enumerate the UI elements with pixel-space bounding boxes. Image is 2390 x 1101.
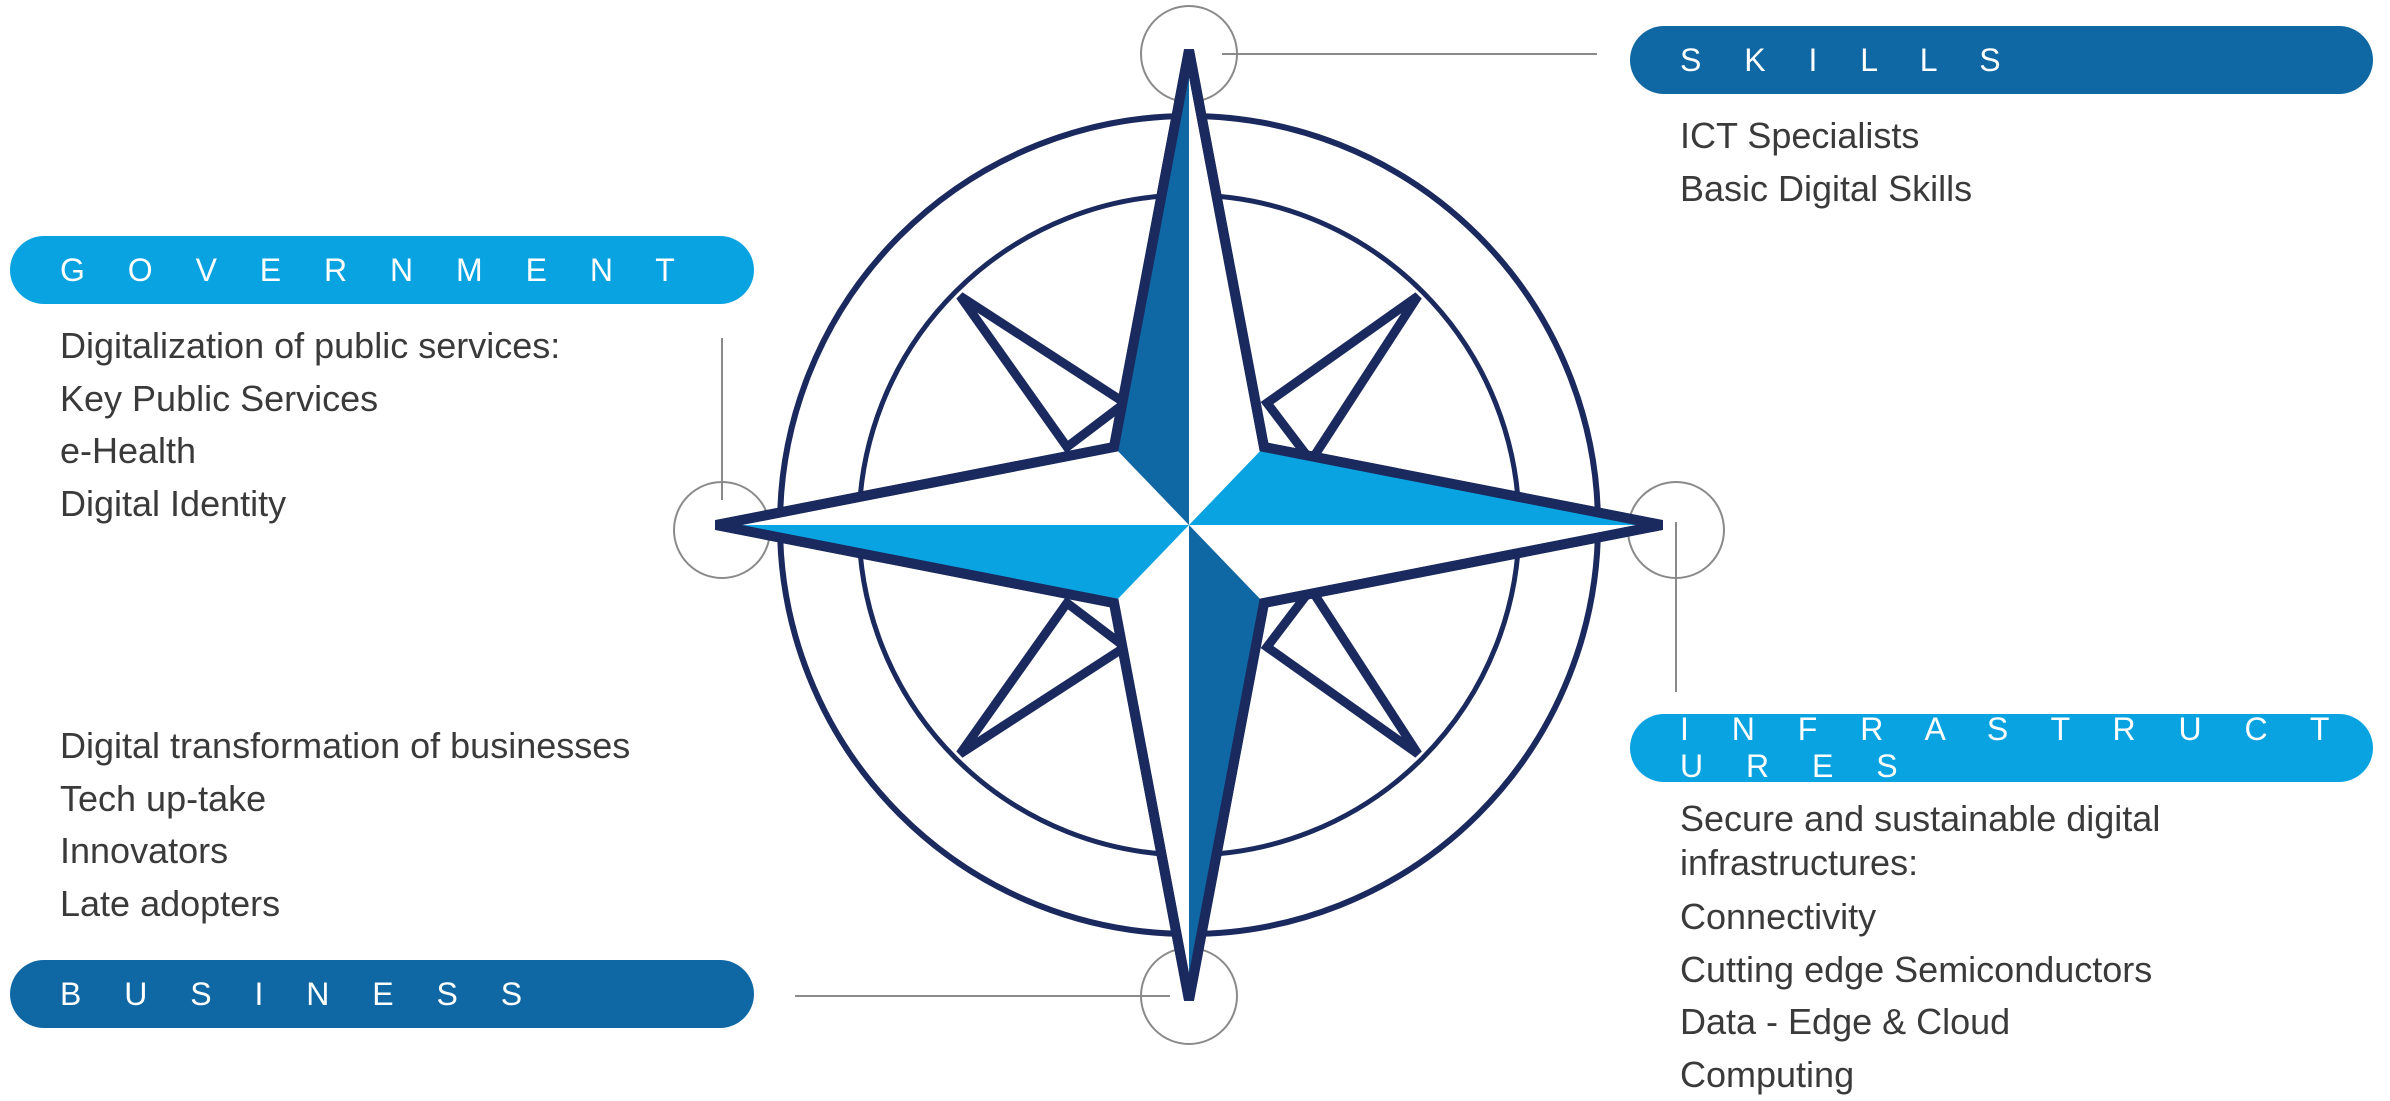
government-heading: Digitalization of public services: — [60, 320, 560, 373]
business-heading: Digital transformation of businesses — [60, 720, 630, 773]
infrastructures-list: Secure and sustainable digital infrastru… — [1680, 797, 2160, 1101]
compass-main-star — [716, 50, 1662, 1000]
infrastructures-heading-line2: infrastructures: — [1680, 841, 2160, 885]
list-item: Late adopters — [60, 878, 630, 931]
list-item: Data - Edge & Cloud — [1680, 996, 2160, 1049]
infrastructures-banner-label: I N F R A S T R U C T U R E S — [1680, 711, 2373, 785]
list-item: Connectivity — [1680, 891, 2160, 944]
list-item: Cutting edge Semiconductors — [1680, 944, 2160, 997]
list-item: ICT Specialists — [1680, 110, 1972, 163]
infrastructures-heading-line1: Secure and sustainable digital — [1680, 797, 2160, 841]
business-list: Digital transformation of businesses Tec… — [60, 720, 630, 930]
government-banner-label: G O V E R N M E N T — [60, 252, 692, 289]
business-banner-label: B U S I N E S S — [60, 976, 539, 1013]
skills-banner: S K I L L S — [1630, 26, 2373, 94]
list-item: Innovators — [60, 825, 630, 878]
list-item: Key Public Services — [60, 373, 560, 426]
skills-list: ICT Specialists Basic Digital Skills — [1680, 110, 1972, 215]
infrastructures-banner: I N F R A S T R U C T U R E S — [1630, 714, 2373, 782]
business-banner: B U S I N E S S — [10, 960, 754, 1028]
list-item: Tech up-take — [60, 773, 630, 826]
list-item: Computing — [1680, 1049, 2160, 1101]
list-item: e-Health — [60, 425, 560, 478]
list-item: Basic Digital Skills — [1680, 163, 1972, 216]
skills-banner-label: S K I L L S — [1680, 42, 2018, 79]
government-list: Digitalization of public services: Key P… — [60, 320, 560, 530]
government-banner: G O V E R N M E N T — [10, 236, 754, 304]
list-item: Digital Identity — [60, 478, 560, 531]
